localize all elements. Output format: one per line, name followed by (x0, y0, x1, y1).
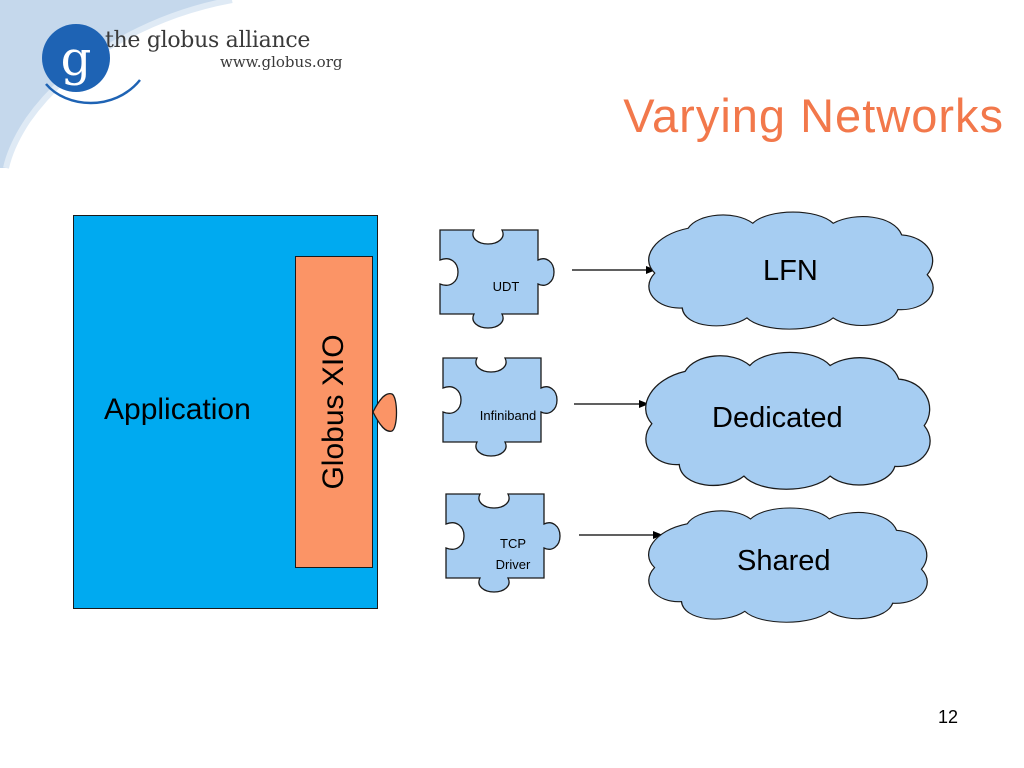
logo-url: www.globus.org (220, 53, 343, 71)
driver-label-udt: UDT (492, 279, 520, 294)
puzzle-piece-infiniband (442, 357, 558, 457)
slide-title: Varying Networks (623, 89, 1004, 142)
page-number: 12 (938, 707, 959, 727)
network-label-shared: Shared (737, 545, 831, 577)
xio-connector-knob (372, 392, 398, 432)
network-label-lfn: LFN (763, 255, 818, 287)
driver-label-infiniband: Infiniband (479, 408, 537, 423)
driver-label-tcp: TCP Driver (495, 536, 531, 572)
globus-xio-box (295, 256, 373, 568)
globus-logo-icon: g (42, 24, 141, 105)
logo-letter: g (61, 31, 92, 87)
logo-name: the globus alliance (105, 28, 311, 53)
network-label-dedicated: Dedicated (712, 402, 843, 434)
application-label: Application (104, 393, 251, 426)
